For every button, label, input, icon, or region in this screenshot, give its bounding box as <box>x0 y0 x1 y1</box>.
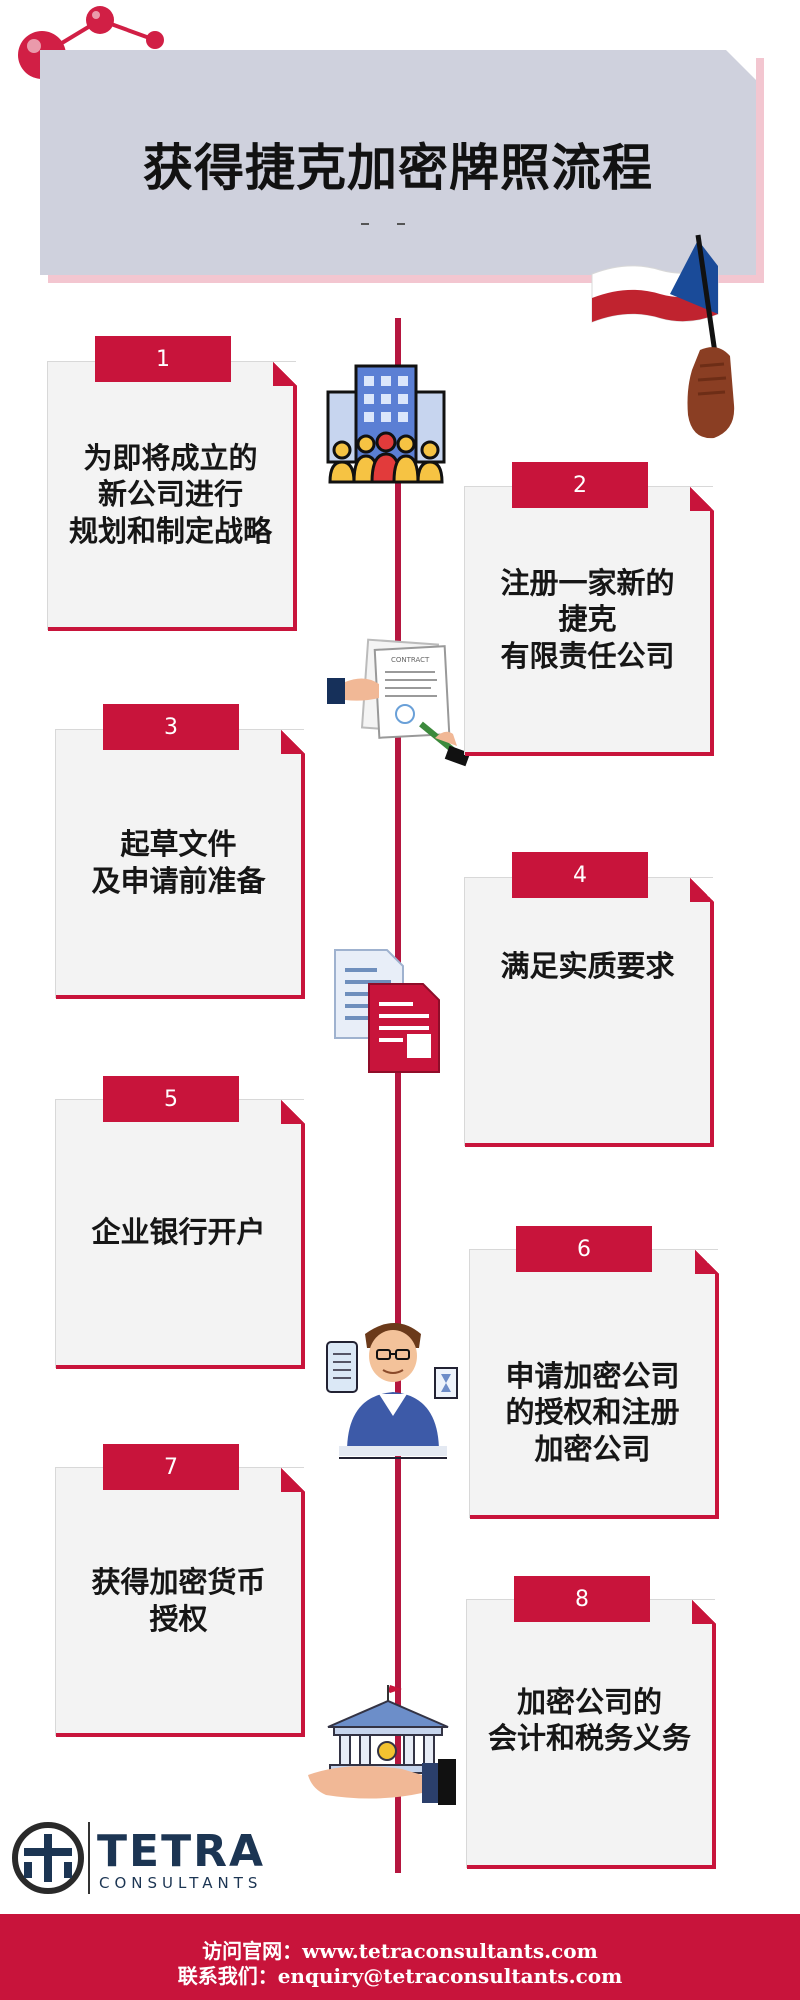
step-card-4: 满足实质要求 <box>465 878 714 1147</box>
logo-divider <box>88 1822 90 1894</box>
step-text: 为即将成立的 新公司进行 规划和制定战略 <box>68 441 272 548</box>
step-number-badge: 1 <box>95 336 231 382</box>
step-number-badge: 6 <box>516 1226 652 1272</box>
header-divider <box>361 223 369 225</box>
step-card-5: 企业银行开户 <box>56 1100 305 1369</box>
timeline-line <box>395 318 401 1873</box>
documents-icon <box>334 949 440 1073</box>
step-text: 获得加密货币 授权 <box>91 1565 266 1636</box>
logo-subtitle: CONSULTANTS <box>99 1874 263 1892</box>
step-card-3: 起草文件 及申请前准备 <box>56 730 305 999</box>
step-text: 起草文件 及申请前准备 <box>91 827 266 898</box>
step-card-1: 为即将成立的 新公司进行 规划和制定战略 <box>48 362 297 631</box>
step-card-2: 注册一家新的 捷克 有限责任公司 <box>465 487 714 756</box>
step-text: 满足实质要求 <box>500 949 675 983</box>
step-text: 加密公司的 会计和税务义务 <box>487 1685 691 1756</box>
step-number-badge: 4 <box>512 852 648 898</box>
footer-email[interactable]: 联系我们：enquiry@tetraconsultants.com <box>177 1964 623 1988</box>
czech-flag-icon <box>591 234 735 439</box>
step-text: 申请加密公司 的授权和注册 加密公司 <box>505 1359 680 1466</box>
step-text: 企业银行开户 <box>91 1215 266 1250</box>
svg-text:CONTRACT: CONTRACT <box>391 656 430 664</box>
consultant-person-icon <box>326 1323 458 1459</box>
header-fold <box>726 50 756 80</box>
bank-on-hand-icon <box>308 1685 456 1805</box>
header-divider <box>397 223 405 225</box>
step-text: 注册一家新的 捷克 有限责任公司 <box>500 566 675 673</box>
contract-signing-icon: CONTRACT <box>327 638 471 767</box>
step-number-badge: 2 <box>512 462 648 508</box>
footer-bar <box>0 1914 800 2000</box>
step-card-7: 获得加密货币 授权 <box>56 1468 305 1737</box>
step-card-6: 申请加密公司 的授权和注册 加密公司 <box>470 1250 719 1519</box>
step-number-badge: 8 <box>514 1576 650 1622</box>
step-number-badge: 3 <box>103 704 239 750</box>
step-card-8: 加密公司的 会计和税务义务 <box>467 1600 716 1869</box>
page-title: 获得捷克加密牌照流程 <box>143 138 653 197</box>
logo-name: TETRA <box>97 1826 266 1877</box>
footer-website[interactable]: 访问官网：www.tetraconsultants.com <box>202 1939 598 1963</box>
step-number-badge: 5 <box>103 1076 239 1122</box>
tetra-logo-icon <box>12 1822 84 1894</box>
step-number-badge: 7 <box>103 1444 239 1490</box>
header-banner <box>40 50 756 275</box>
office-building-icon <box>326 364 446 484</box>
